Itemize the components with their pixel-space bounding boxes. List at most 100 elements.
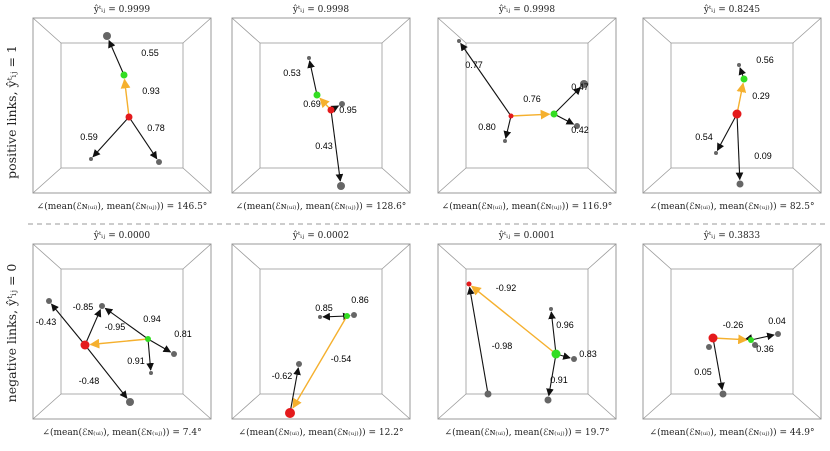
node-neighbor-5 xyxy=(156,159,162,165)
panel-title: ŷᵗᵢⱼ = 0.9998 xyxy=(292,4,350,15)
box-outer xyxy=(32,243,212,420)
row-label-negative-text: negative links, ŷᵗᵢⱼ = 0 xyxy=(4,264,19,403)
box-inner xyxy=(60,42,184,169)
panel-caption: ∠(mean(ℰɴ₍ᵤᵢ₎), mean(ℰɴ₍ᵤⱼ₎)) = 128.6° xyxy=(236,201,407,212)
node-neighbor-4 xyxy=(714,151,718,155)
row-label-positive-text: positive links, ŷᵗᵢⱼ = 1 xyxy=(4,45,19,179)
edge-label: -0.85 xyxy=(73,302,94,312)
box-edge-4 xyxy=(587,393,617,420)
box-edge-4 xyxy=(381,167,411,194)
edge-label: 0.36 xyxy=(756,344,774,354)
edge-label: -0.62 xyxy=(272,371,293,381)
node-neighbor-4 xyxy=(775,331,781,337)
edge-label: 0.55 xyxy=(141,48,159,58)
node-red-3 xyxy=(732,109,742,119)
node-red-3 xyxy=(125,113,133,121)
edge-label: 0.43 xyxy=(315,141,333,151)
box-edge-3 xyxy=(231,167,261,194)
edge-label: -0.54 xyxy=(331,354,352,364)
panel-6: ŷᵗᵢⱼ = 0.00020.850.86-0.54-0.62∠(mean(ℰɴ… xyxy=(231,230,411,438)
box-outer xyxy=(437,17,617,194)
edge-label: 0.93 xyxy=(142,86,160,96)
edge-u-to-bottom xyxy=(146,338,154,371)
node-neighbor-7 xyxy=(126,398,134,406)
node-green-2 xyxy=(120,71,128,79)
edge-u-to-v xyxy=(89,338,149,349)
edge-u-to-top xyxy=(548,311,557,355)
box-edge-1 xyxy=(32,17,62,44)
node-green-2 xyxy=(740,75,748,83)
edge-label: 0.56 xyxy=(756,55,774,65)
edge-label: 0.83 xyxy=(579,349,597,359)
box-inner xyxy=(670,268,794,395)
node-green-1 xyxy=(344,313,350,319)
box-edge-4 xyxy=(792,393,822,420)
box-edge-1 xyxy=(32,243,62,270)
node-neighbor-4 xyxy=(484,390,492,398)
edge-v-to-bottom xyxy=(330,109,344,182)
edge-label: -0.43 xyxy=(36,317,57,327)
edge-label: 0.59 xyxy=(80,132,98,142)
node-neighbor-4 xyxy=(580,80,588,88)
panel-caption: ∠(mean(ℰɴ₍ᵤᵢ₎), mean(ℰɴ₍ᵤⱼ₎)) = 19.7° xyxy=(445,427,610,438)
box-inner xyxy=(465,42,589,169)
edge-label: 0.05 xyxy=(694,367,712,377)
edge-v-to-u xyxy=(510,109,551,120)
edge-u-to-right xyxy=(750,332,775,341)
box-edge-2 xyxy=(182,17,212,44)
row-label-negative: negative links, ŷᵗᵢⱼ = 0 xyxy=(4,264,19,403)
box-inner xyxy=(465,268,589,395)
edge-u-to-right xyxy=(147,338,172,353)
box-edge-2 xyxy=(587,17,617,44)
edge-label: 0.85 xyxy=(315,303,333,313)
node-red-3 xyxy=(327,106,335,114)
edge-bottom-to-v xyxy=(466,286,489,395)
edge-label: 0.80 xyxy=(478,122,496,132)
panel-title: ŷᵗᵢⱼ = 0.0002 xyxy=(292,230,349,241)
edge-label: 0.77 xyxy=(465,60,483,70)
box-outer xyxy=(231,17,411,194)
node-neighbor-6 xyxy=(574,123,580,129)
edge-v-to-top xyxy=(84,308,102,346)
node-neighbor-1 xyxy=(103,32,111,40)
edge-v-to-bottom xyxy=(503,115,512,139)
edge-u-to-v xyxy=(470,285,557,355)
panel-caption: ∠(mean(ℰɴ₍ᵤᵢ₎), mean(ℰɴ₍ᵤⱼ₎)) = 7.4° xyxy=(42,427,201,438)
edge-v-to-top xyxy=(460,42,512,117)
box-edge-4 xyxy=(792,167,822,194)
edge-label: 0.95 xyxy=(339,105,357,115)
node-neighbor-5 xyxy=(337,182,345,190)
edge-label: 0.96 xyxy=(556,320,574,330)
box-outer xyxy=(32,17,212,194)
panel-title: ŷᵗᵢⱼ = 0.8245 xyxy=(703,4,761,15)
node-neighbor-3 xyxy=(99,303,105,309)
node-neighbor-2 xyxy=(706,344,712,350)
box-edge-2 xyxy=(381,17,411,44)
edge-v-to-left xyxy=(92,116,130,158)
box-inner xyxy=(670,42,794,169)
node-red-1 xyxy=(466,281,472,287)
panel-title: ŷᵗᵢⱼ = 0.9998 xyxy=(498,4,556,15)
panel-caption: ∠(mean(ℰɴ₍ᵤᵢ₎), mean(ℰɴ₍ᵤⱼ₎)) = 44.9° xyxy=(650,427,815,438)
box-edge-3 xyxy=(642,393,672,420)
node-red-4 xyxy=(285,408,295,418)
panel-4: ŷᵗᵢⱼ = 0.82450.560.290.540.09∠(mean(ℰɴ₍ᵤ… xyxy=(642,4,822,212)
box-outer xyxy=(231,243,411,420)
box-outer xyxy=(642,243,822,420)
node-green-2 xyxy=(551,349,561,359)
edge-u-to-v xyxy=(120,78,131,118)
node-neighbor-1 xyxy=(737,63,741,67)
node-neighbor-1 xyxy=(46,298,52,304)
panel-title: ŷᵗᵢⱼ = 0.3833 xyxy=(703,230,761,241)
edge-label: 0.04 xyxy=(768,316,786,326)
panels: ŷᵗᵢⱼ = 0.99990.550.930.590.78∠(mean(ℰɴ₍ᵤ… xyxy=(32,4,822,438)
box-edge-1 xyxy=(437,17,467,44)
panel-7: ŷᵗᵢⱼ = 0.0001-0.920.96-0.980.830.91∠(mea… xyxy=(437,230,617,438)
node-neighbor-1 xyxy=(307,56,311,60)
edge-label: -0.92 xyxy=(496,283,517,293)
box-edge-1 xyxy=(642,243,672,270)
panel-2: ŷᵗᵢⱼ = 0.99980.530.690.950.43∠(mean(ℰɴ₍ᵤ… xyxy=(231,4,411,212)
box-outer xyxy=(437,243,617,420)
box-outer xyxy=(642,17,822,194)
